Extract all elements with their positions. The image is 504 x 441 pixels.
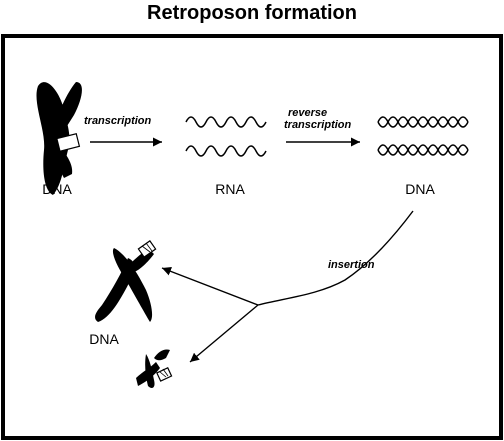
- insertion-curve: [257, 210, 414, 306]
- insertion-arrow-lower: [189, 304, 259, 363]
- chromosome-icon: [95, 240, 157, 322]
- chromosome-icon: [36, 82, 82, 195]
- cdna-double-strand: [377, 144, 469, 156]
- diagram-frame: [1, 34, 503, 440]
- stage-label-dna-target: DNA: [89, 331, 119, 347]
- rna-strand: [185, 116, 267, 128]
- step-label-insertion: insertion: [328, 259, 375, 271]
- insertion-arrow-upper: [161, 267, 259, 306]
- stage-label-dna: DNA: [42, 181, 72, 197]
- rna-strand: [185, 145, 267, 157]
- step-label-reverse-line2: transcription: [284, 119, 352, 131]
- step-label-reverse-line1: reverse: [288, 107, 327, 119]
- retroposon-segment: [56, 133, 81, 152]
- inserted-retroposon: [137, 240, 157, 258]
- diagram-title: Retroposon formation: [147, 2, 357, 24]
- cdna-double-strand: [377, 116, 469, 128]
- inserted-retroposon: [156, 367, 173, 382]
- stage-label-rna: RNA: [215, 181, 245, 197]
- chromosome-icon: [136, 349, 173, 388]
- stage-label-dna-copy: DNA: [405, 181, 435, 197]
- step-label-transcription: transcription: [84, 115, 152, 127]
